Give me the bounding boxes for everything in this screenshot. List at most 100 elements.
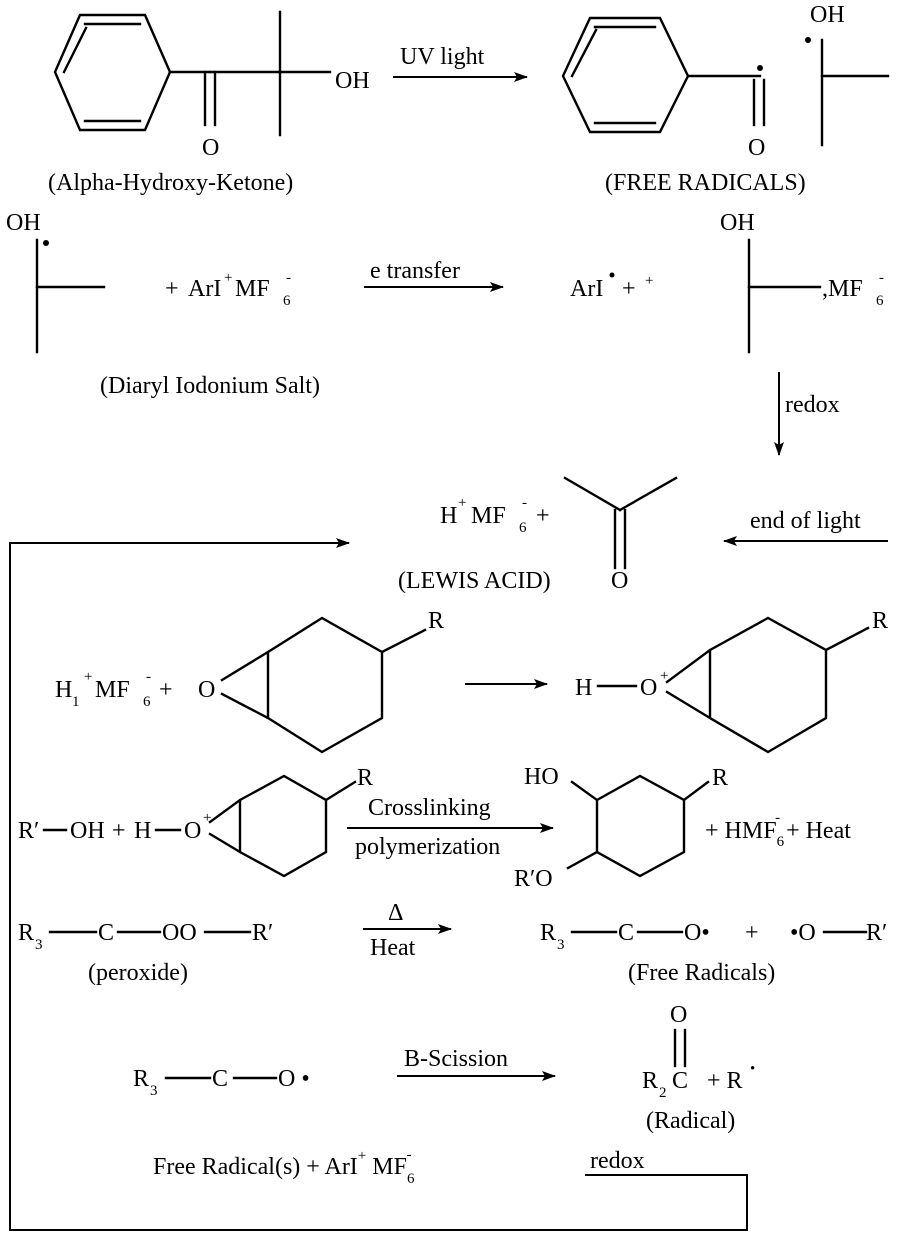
footer-redox-label: redox [590,1148,645,1174]
h-label: H [134,818,151,844]
delta-label: Δ [388,900,403,926]
radical-label: (Radical) [646,1108,735,1134]
product-name: (FREE RADICALS) [605,170,806,196]
c-label: C [672,1068,688,1094]
cyclohexane-ring [268,618,382,752]
r3-label: R [133,1066,149,1092]
ketyl-radical: OH [6,210,104,352]
r3-sub: 3 [35,937,43,953]
plus-sign: + [159,677,173,703]
radical-product: + R [707,1068,743,1094]
free-radicals-product: O OH (FREE RADICALS) [563,2,888,196]
h-label: H [440,503,457,529]
c-label: C [212,1066,228,1092]
cyclohexane-ring [240,776,326,876]
r-prime-label: R′ [252,920,273,946]
r2-label: R [642,1068,658,1094]
cyclohexane-ring [710,618,826,752]
mf6-sub: 6 [876,293,884,309]
oo-label: OO [162,920,197,946]
oxonium-o-label: O [640,675,657,701]
salt-mf: MF [235,276,270,302]
carbonyl-o-label: O [670,1002,687,1028]
oxonium-plus-sup: + [203,810,211,826]
oxonium-o-label: O [184,818,201,844]
cation-plus-sup: + [645,273,653,289]
ari-radical: ArI [570,276,603,302]
r-label: R [712,765,728,791]
carbonyl-o-label: O [202,135,219,161]
mf-label: MF [95,677,130,703]
salt-ari: ArI [188,276,221,302]
e-transfer-label: e transfer [370,258,460,284]
oh-label: OH [335,68,370,94]
heat-label: Heat [370,935,416,961]
acetone: O [565,478,676,594]
oh-label: OH [720,210,755,236]
carbonyl-o-label: O [748,135,765,161]
crosslinking-label: Crosslinking [368,795,491,821]
radical-dot [43,240,49,246]
redox-label: redox [785,392,840,418]
feedback-loop-line [10,543,747,1230]
protonated-epoxide-small: R [210,765,373,876]
oh-label: OH [810,2,845,28]
r-prime-label: R′ [18,818,39,844]
plus-sign: + [536,503,550,529]
end-of-light-label: end of light [750,508,861,534]
r-label: R [872,608,888,634]
mf-sub: 6 [519,520,527,536]
ketone-o-label: O [611,568,628,594]
h-sub: 1 [72,694,80,710]
mf6-sup: - [879,270,884,286]
r-prime-o-label: R′O [514,866,553,892]
salt-name: (Diaryl Iodonium Salt) [100,373,320,399]
radical-dot [610,273,615,278]
plus-sign: + [622,276,636,302]
r3-label: R [540,920,556,946]
alpha-hydroxy-ketone: OH O (Alpha-Hydroxy-Ketone) [48,12,370,196]
lewis-acid-label: (LEWIS ACID) [398,568,551,594]
mf6-counterion: ,MF [822,276,863,302]
h-label: H [55,677,72,703]
r-label: R [428,608,444,634]
peroxide-label: (peroxide) [88,960,188,986]
mf-label: MF [471,503,506,529]
oh-label: OH [6,210,41,236]
h-label: H [575,675,592,701]
b-scission-label: B-Scission [404,1046,508,1072]
h-plus-sup: + [458,495,466,511]
r-prime-label: R′ [866,920,887,946]
epoxide-cyclohexane: O R [198,608,444,752]
mf-sup: - [522,495,527,511]
ho-label: HO [524,764,559,790]
h-plus-sup: + [84,669,92,685]
r3-sub: 3 [150,1083,158,1099]
epoxide-o-label: O [198,677,215,703]
salt-plus-sup: + [224,270,232,286]
mf-sub: 6 [143,694,151,710]
free-radicals-label: (Free Radicals) [628,960,775,986]
uv-light-label: UV light [400,44,485,70]
benzene-ring [55,15,170,130]
radical-dot [805,37,811,43]
oxonium-cation: OH [720,210,820,352]
polymerization-label: polymerization [355,834,500,860]
hmf6-byproduct: + HMF6- + Heat [705,810,851,850]
r2-sub: 2 [659,1085,667,1101]
radical-dot [757,65,763,71]
c-label: C [618,920,634,946]
mf-sup: - [146,669,151,685]
alkoxy-radical: O• [684,920,710,946]
alkoxy-radical-2: •O [790,920,816,946]
benzene-ring [563,18,688,132]
salt-minus-sup: - [286,270,291,286]
footer-text: Free Radical(s) + ArI+ MF6- [153,1147,415,1187]
r-label: R [357,765,373,791]
reactant-name: (Alpha-Hydroxy-Ketone) [48,170,293,196]
c-label: C [98,920,114,946]
oh-label: OH [70,818,105,844]
cyclohexane-ring [597,776,684,876]
r3-sub: 3 [557,937,565,953]
